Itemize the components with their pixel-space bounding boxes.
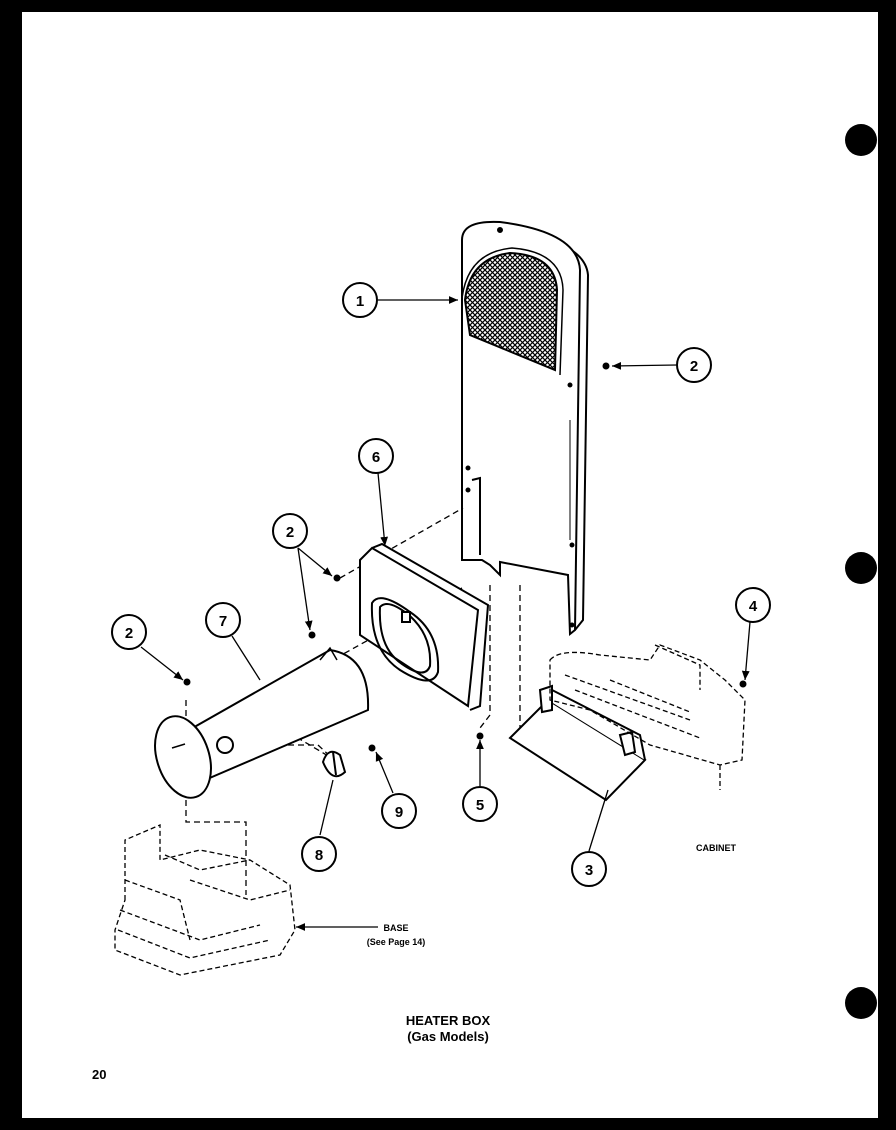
svg-text:7: 7	[219, 613, 227, 630]
binder-hole-bottom	[845, 987, 877, 1019]
heater-cylinder	[154, 646, 370, 799]
diagram-subtitle: (Gas Models)	[407, 1029, 489, 1044]
callout-9: 9	[381, 793, 417, 829]
svg-text:6: 6	[372, 449, 380, 466]
screws	[183, 362, 747, 752]
base-label: BASE	[383, 923, 408, 933]
base-outline	[114, 824, 296, 976]
callout-7: 7	[205, 602, 241, 638]
igniter-bracket	[321, 750, 347, 778]
svg-text:2: 2	[286, 524, 294, 541]
callout-3: 3	[571, 851, 607, 887]
callout-8: 8	[301, 836, 337, 872]
svg-text:2: 2	[690, 358, 698, 375]
callout-6: 6	[358, 438, 394, 474]
svg-text:8: 8	[315, 847, 323, 864]
grille-mesh	[463, 251, 559, 372]
callout-2-mid: 2	[272, 513, 308, 549]
cabinet-outline	[549, 644, 746, 790]
svg-text:2: 2	[125, 625, 133, 642]
callout-1: 1	[342, 282, 378, 318]
callout-2-left: 2	[111, 614, 147, 650]
svg-text:5: 5	[476, 797, 484, 814]
base-note-label: (See Page 14)	[367, 937, 426, 947]
leader-lines	[140, 296, 751, 931]
diagram-title: HEATER BOX	[406, 1013, 491, 1028]
diagram-page	[22, 12, 878, 1118]
heater-box-panel	[461, 220, 590, 637]
callout-2-top: 2	[676, 347, 712, 383]
binder-hole-top	[845, 124, 877, 156]
svg-text:4: 4	[749, 598, 758, 615]
duct-adapter-flange	[359, 542, 490, 711]
callout-4: 4	[735, 587, 771, 623]
svg-text:1: 1	[356, 293, 364, 310]
cabinet-label: CABINET	[696, 843, 737, 853]
support-bracket	[508, 684, 647, 802]
binder-hole-middle	[845, 552, 877, 584]
page-number: 20	[92, 1067, 106, 1082]
svg-text:9: 9	[395, 804, 403, 821]
svg-text:3: 3	[585, 862, 593, 879]
callout-5: 5	[462, 786, 498, 822]
